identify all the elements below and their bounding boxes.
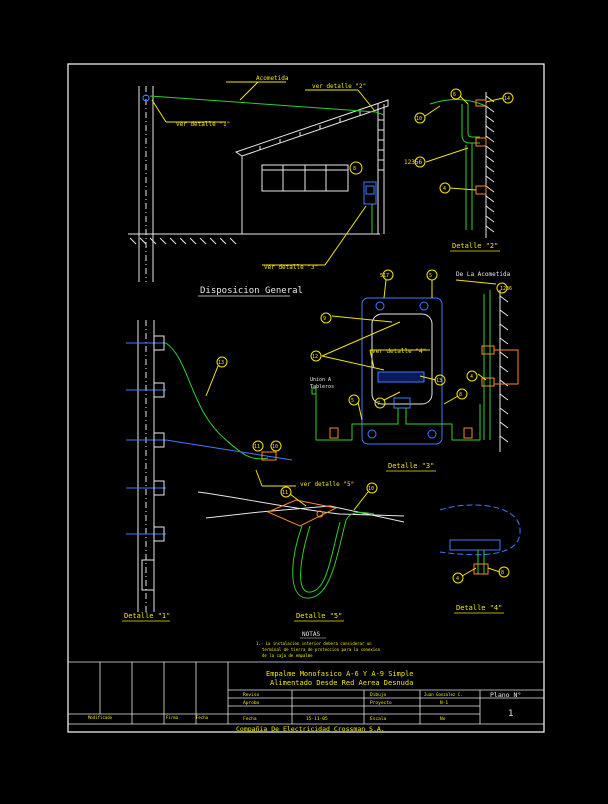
title-detalle-2: Detalle "2" [452,242,498,250]
title-line-1: Empalme Monofasico A-6 Y A-9 Simple [266,670,414,678]
title-detalle-3: Detalle "3" [388,462,434,470]
notes-line-1: 1.- La instalacion interior debera consi… [256,641,372,646]
callout-12: 12 [312,354,318,360]
callout-11b: 11 [282,490,288,496]
callout-10c: 10 [368,486,374,492]
callout-10b: 10 [272,444,278,450]
label-modificado: Modificado [88,715,113,720]
value-plano: 1 [508,709,513,719]
value-dibujo: Juan Gonzalez C. [424,692,463,697]
acometida-detail [455,279,519,452]
callout-12356: 12356 [404,159,422,166]
notes-line-2: terminal de tierra de proteccion para la… [262,647,381,652]
value-escala: No [440,716,446,722]
value-proyecto: N-1 [440,700,448,706]
label-de-la-acometida: De La Acometida [456,271,511,278]
sheet-frame [67,63,545,733]
label-ver-detalle-1: ver detalle "1" [176,121,230,128]
detail-2 [414,88,514,238]
detail-3 [310,269,481,445]
label-escala: Escala [370,716,387,722]
callout-7: 7 [377,401,380,407]
callout-6: 6 [453,92,456,98]
title-line-2: Alimentado Desde Red Aerea Desnuda [270,679,413,687]
value-fecha: 15-11-05 [306,716,328,722]
label-acometida: Acometida [256,75,289,82]
callout-10: 10 [416,116,422,122]
callout-13b: 13 [218,360,224,366]
label-firma: Firma [166,715,179,720]
callout-13: 13 [436,378,442,384]
general-layout [128,81,389,282]
title-block [68,661,544,725]
label-union-a: Union A [310,377,331,383]
callout-5a: 5 [351,398,354,404]
label-ver-detalle-4: ver detalle "4" [372,348,426,355]
detail-1 [126,320,296,612]
callout-4b: 4 [470,374,473,380]
label-tableros: Tableros [310,384,334,390]
callout-14: 14 [504,96,510,102]
callout-1236: 1236 [500,286,512,292]
title-detalle-1: Detalle "1" [124,612,170,620]
callout-8c: 8 [501,570,504,576]
title-disposicion-general: Disposicion General [200,286,303,296]
notes-title: NOTAS [302,631,320,638]
label-aprobo: Aprobo [243,700,260,706]
callout-4c: 4 [456,576,459,582]
title-detalle-4: Detalle "4" [456,604,502,612]
label-ver-detalle-5: ver detalle "5" [300,481,354,488]
callout-8b: 8 [459,392,462,398]
label-reviso: Reviso [243,692,260,698]
label-ver-detalle-3: ver detalle "3" [264,264,318,271]
callout-9: 9 [323,316,326,322]
callout-517: 517 [380,273,389,279]
label-ver-detalle-2: ver detalle "2" [312,83,366,90]
detail-4 [439,504,521,584]
callout-8: 8 [353,166,356,172]
company-name: Compañia De Electricidad Crossman S.A. [236,725,385,733]
callout-4: 4 [443,186,446,192]
label-plano: Plano N° [490,691,521,699]
label-proyecto: Proyecto [370,700,392,706]
callout-11: 11 [254,444,260,450]
callout-5b: 5 [429,273,432,279]
detail-5 [197,482,405,599]
notes-line-3: de la caja de empalme [262,653,313,658]
label-fecha-2: Fecha [196,715,209,720]
label-fecha: Fecha [243,716,257,722]
label-dibujo: Dibujo [370,692,387,698]
title-detalle-5: Detalle "5" [296,612,342,620]
